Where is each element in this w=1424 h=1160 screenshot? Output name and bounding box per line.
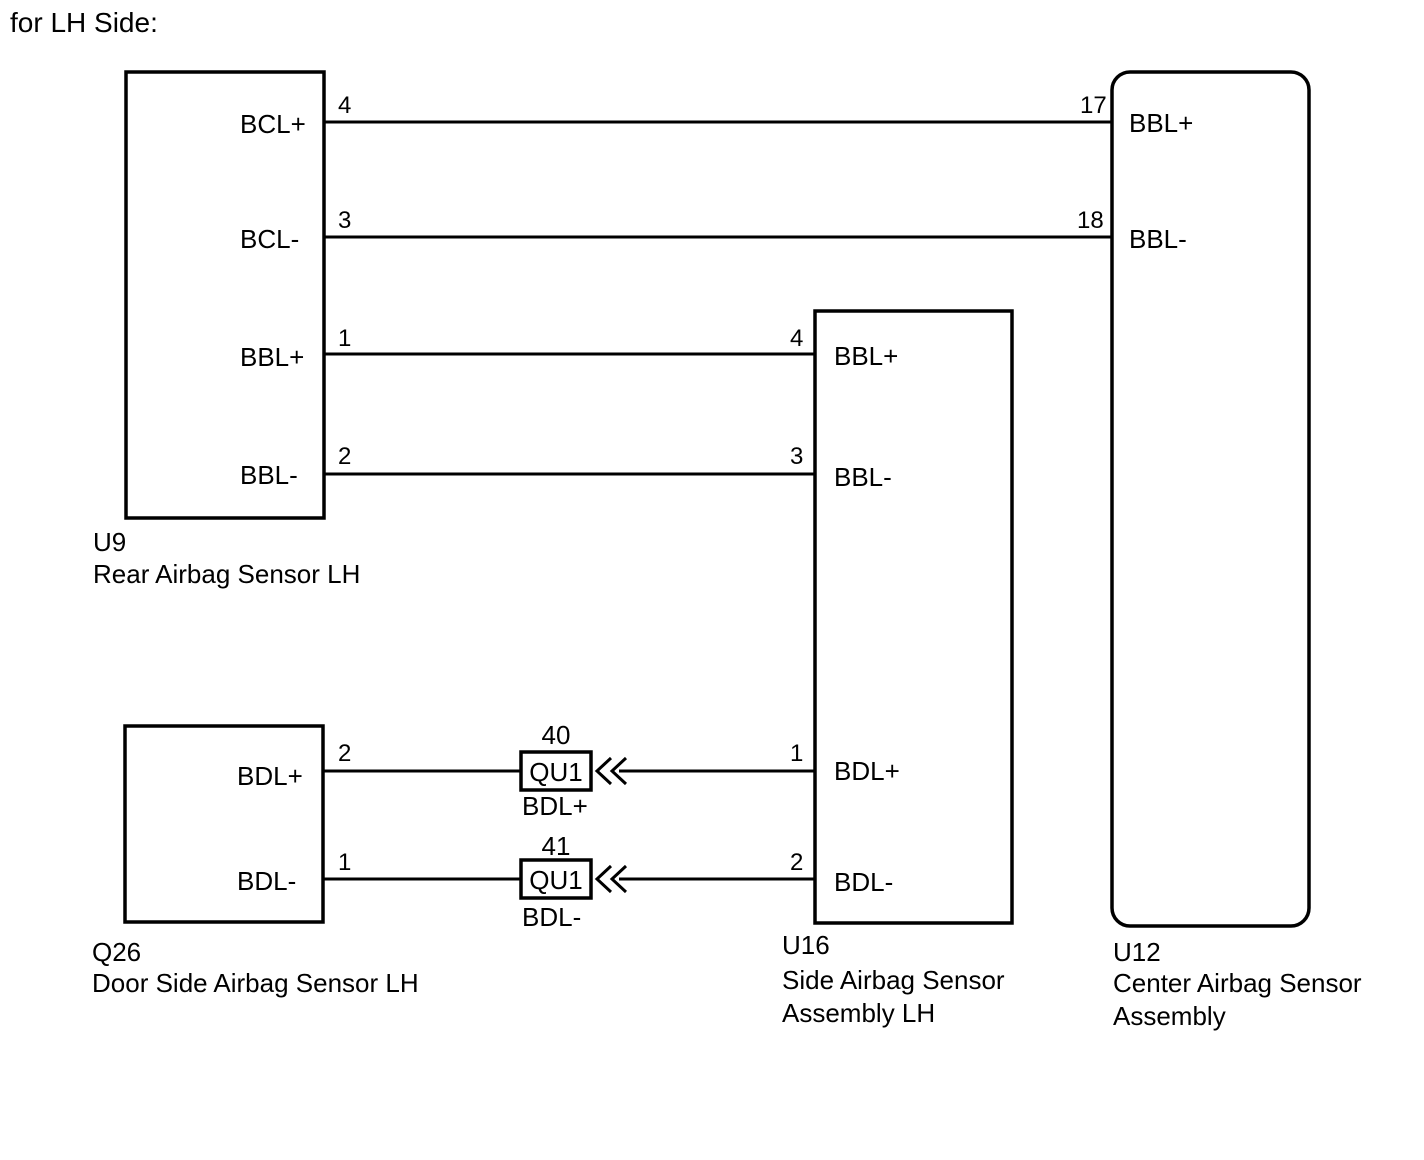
q26-terminal-bdl-plus: BDL+ [237,761,303,791]
u16-name-line2: Assembly LH [782,998,935,1028]
q26-pin-bdl-minus: 1 [338,849,351,876]
u9-code: U9 [93,527,126,557]
u9-pin-bbl-minus: 2 [338,443,351,470]
connector-qu1-minus-pin: 41 [542,831,571,861]
diagram-title: for LH Side: [10,7,158,38]
u12-terminal-bbl-plus: BBL+ [1129,108,1193,138]
u9-terminal-bbl-plus: BBL+ [240,342,304,372]
u9-terminal-bbl-minus: BBL- [240,460,298,490]
u16-pin-bbl-minus: 3 [790,443,803,470]
u16-terminal-bbl-minus: BBL- [834,462,892,492]
u9-pin-bbl-plus: 1 [338,325,351,352]
u16-name-line1: Side Airbag Sensor [782,965,1005,995]
u12-terminal-bbl-minus: BBL- [1129,224,1187,254]
q26-box [123,724,325,924]
u12-pin-bbl-minus: 18 [1077,207,1104,234]
connector-qu1-minus-signal: BDL- [522,902,581,932]
u16-code: U16 [782,930,830,960]
u9-box [124,70,326,520]
q26-code: Q26 [92,937,141,967]
connector-qu1-minus-box [519,858,593,900]
u12-pin-bbl-plus: 17 [1080,92,1107,119]
connector-qu1-plus-pin: 40 [542,720,571,750]
u16-pin-bdl-minus: 2 [790,849,803,876]
u9-pin-bcl-minus: 3 [338,207,351,234]
u16-terminal-bbl-plus: BBL+ [834,341,898,371]
u16-terminal-bdl-minus: BDL- [834,867,893,897]
u12-box [1110,70,1311,928]
u12-name-line1: Center Airbag Sensor [1113,968,1362,998]
connector-qu1-minus-code: QU1 [529,865,582,895]
u9-pin-bcl-plus: 4 [338,92,351,119]
connector-qu1-plus-chevron-icon [594,756,628,786]
q26-terminal-bdl-minus: BDL- [237,866,296,896]
u16-pin-bdl-plus: 1 [790,740,803,767]
u12-name-line2: Assembly [1113,1001,1226,1031]
q26-pin-bdl-plus: 2 [338,740,351,767]
u16-terminal-bdl-plus: BDL+ [834,756,900,786]
connector-qu1-plus-code: QU1 [529,757,582,787]
u9-terminal-bcl-plus: BCL+ [240,109,306,139]
u12-code: U12 [1113,937,1161,967]
u9-terminal-bcl-minus: BCL- [240,224,299,254]
u16-pin-bbl-plus: 4 [790,325,803,352]
u16-box [813,309,1014,925]
q26-name: Door Side Airbag Sensor LH [92,968,419,998]
u9-name: Rear Airbag Sensor LH [93,559,360,589]
connector-qu1-plus-box [519,750,593,792]
connector-qu1-minus-chevron-icon [594,864,628,894]
connector-qu1-plus-signal: BDL+ [522,791,588,821]
